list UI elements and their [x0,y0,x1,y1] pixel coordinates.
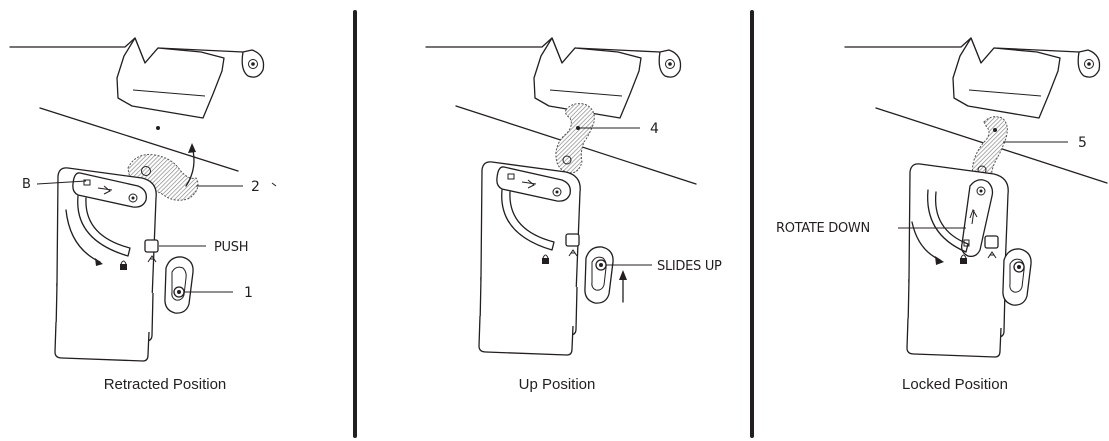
mount-bolt [1084,59,1094,69]
adjust-slot-inner [591,256,607,291]
lever-housing [908,163,1009,297]
body-rotation-arrowhead [95,258,103,266]
label-5: 5 [1078,135,1087,151]
body-rotation-arrow [65,209,101,263]
upper-bracket-edge [549,89,623,97]
latch-screw [128,193,138,203]
mount-ear [241,49,265,78]
pin-1-center [177,290,181,294]
label-1: 1 [244,285,253,301]
upper-bracket [116,37,225,119]
adjust-slot [164,256,194,314]
panel-retracted: B 2 PUSH 1 Retracted Position [9,37,277,393]
panel-locked: 5 ROTATE DOWN Locked Position [776,37,1108,393]
lock-icon [542,254,549,264]
lock-icon [960,254,967,264]
mount-ear [1077,49,1101,78]
caption-up: Up Position [519,376,596,393]
upper-bracket-edge [132,89,206,97]
lower-block-2 [906,317,1002,358]
latch-arrow-mark [969,208,978,225]
slide-up-arrowhead [619,270,627,280]
label-4: 4 [650,121,659,137]
push-button[interactable] [144,239,159,253]
latch-screw-center [131,196,135,200]
lower-block-2 [54,321,150,362]
hook-top-dot [993,128,997,132]
label-rotate-down: ROTATE DOWN [776,221,870,236]
label-slides-up: SLIDES UP [657,259,722,274]
hook-pivot [141,166,151,176]
adjust-slot [584,246,614,304]
panel-up: 4 SLIDES UP Up Position [425,37,722,393]
label-b: B [22,177,31,192]
latch-screw [552,187,562,197]
push-button[interactable] [565,233,580,247]
latch-screw-center [979,189,983,193]
upper-bracket [533,37,642,119]
tick-mark [271,182,277,187]
latch-plate-b-rotated[interactable] [960,179,994,258]
latch-screw [976,186,986,196]
marker-a [568,249,578,257]
mount-bolt [665,59,675,69]
marker-a [987,251,997,259]
latch-arrow-mark [97,185,113,195]
adjust-slot [1002,248,1032,306]
marker-a [147,255,157,263]
hook-pivot [562,155,572,165]
pivot-dot [156,126,160,130]
hook-up [555,103,595,174]
caption-locked: Locked Position [902,376,1008,393]
lock-icon [120,260,127,270]
lower-block-2 [478,315,574,356]
latch-arrow-mark [521,179,537,189]
pin-locked-center [1017,265,1021,269]
mount-bolt [248,59,258,69]
guide-slot [501,189,555,251]
mount-ear [658,49,682,78]
adjust-slot-inner [1009,258,1025,293]
latch-slot [83,179,91,186]
caption-retracted: Retracted Position [104,376,227,393]
latch-screw-center [555,190,559,194]
adjust-slot-inner [171,266,187,301]
upper-bracket-edge [968,89,1042,97]
upper-bracket [952,37,1061,119]
rotation-arrowhead [188,143,196,153]
sloped-line [39,107,239,172]
rotate-down-arrowhead [935,256,944,265]
mount-bolt-center [1087,62,1091,66]
guide-slot [77,195,131,257]
push-button[interactable] [984,235,999,249]
pin-slid-center [599,263,603,267]
hook-top-dot [576,126,580,130]
latch-slot [507,173,515,180]
hook-locked [972,116,1008,186]
mount-bolt-center [251,62,255,66]
guide-slot [927,189,969,253]
mount-bolt-center [668,62,672,66]
leader-b [36,180,87,185]
label-push: PUSH [214,240,248,255]
label-2: 2 [251,179,260,195]
